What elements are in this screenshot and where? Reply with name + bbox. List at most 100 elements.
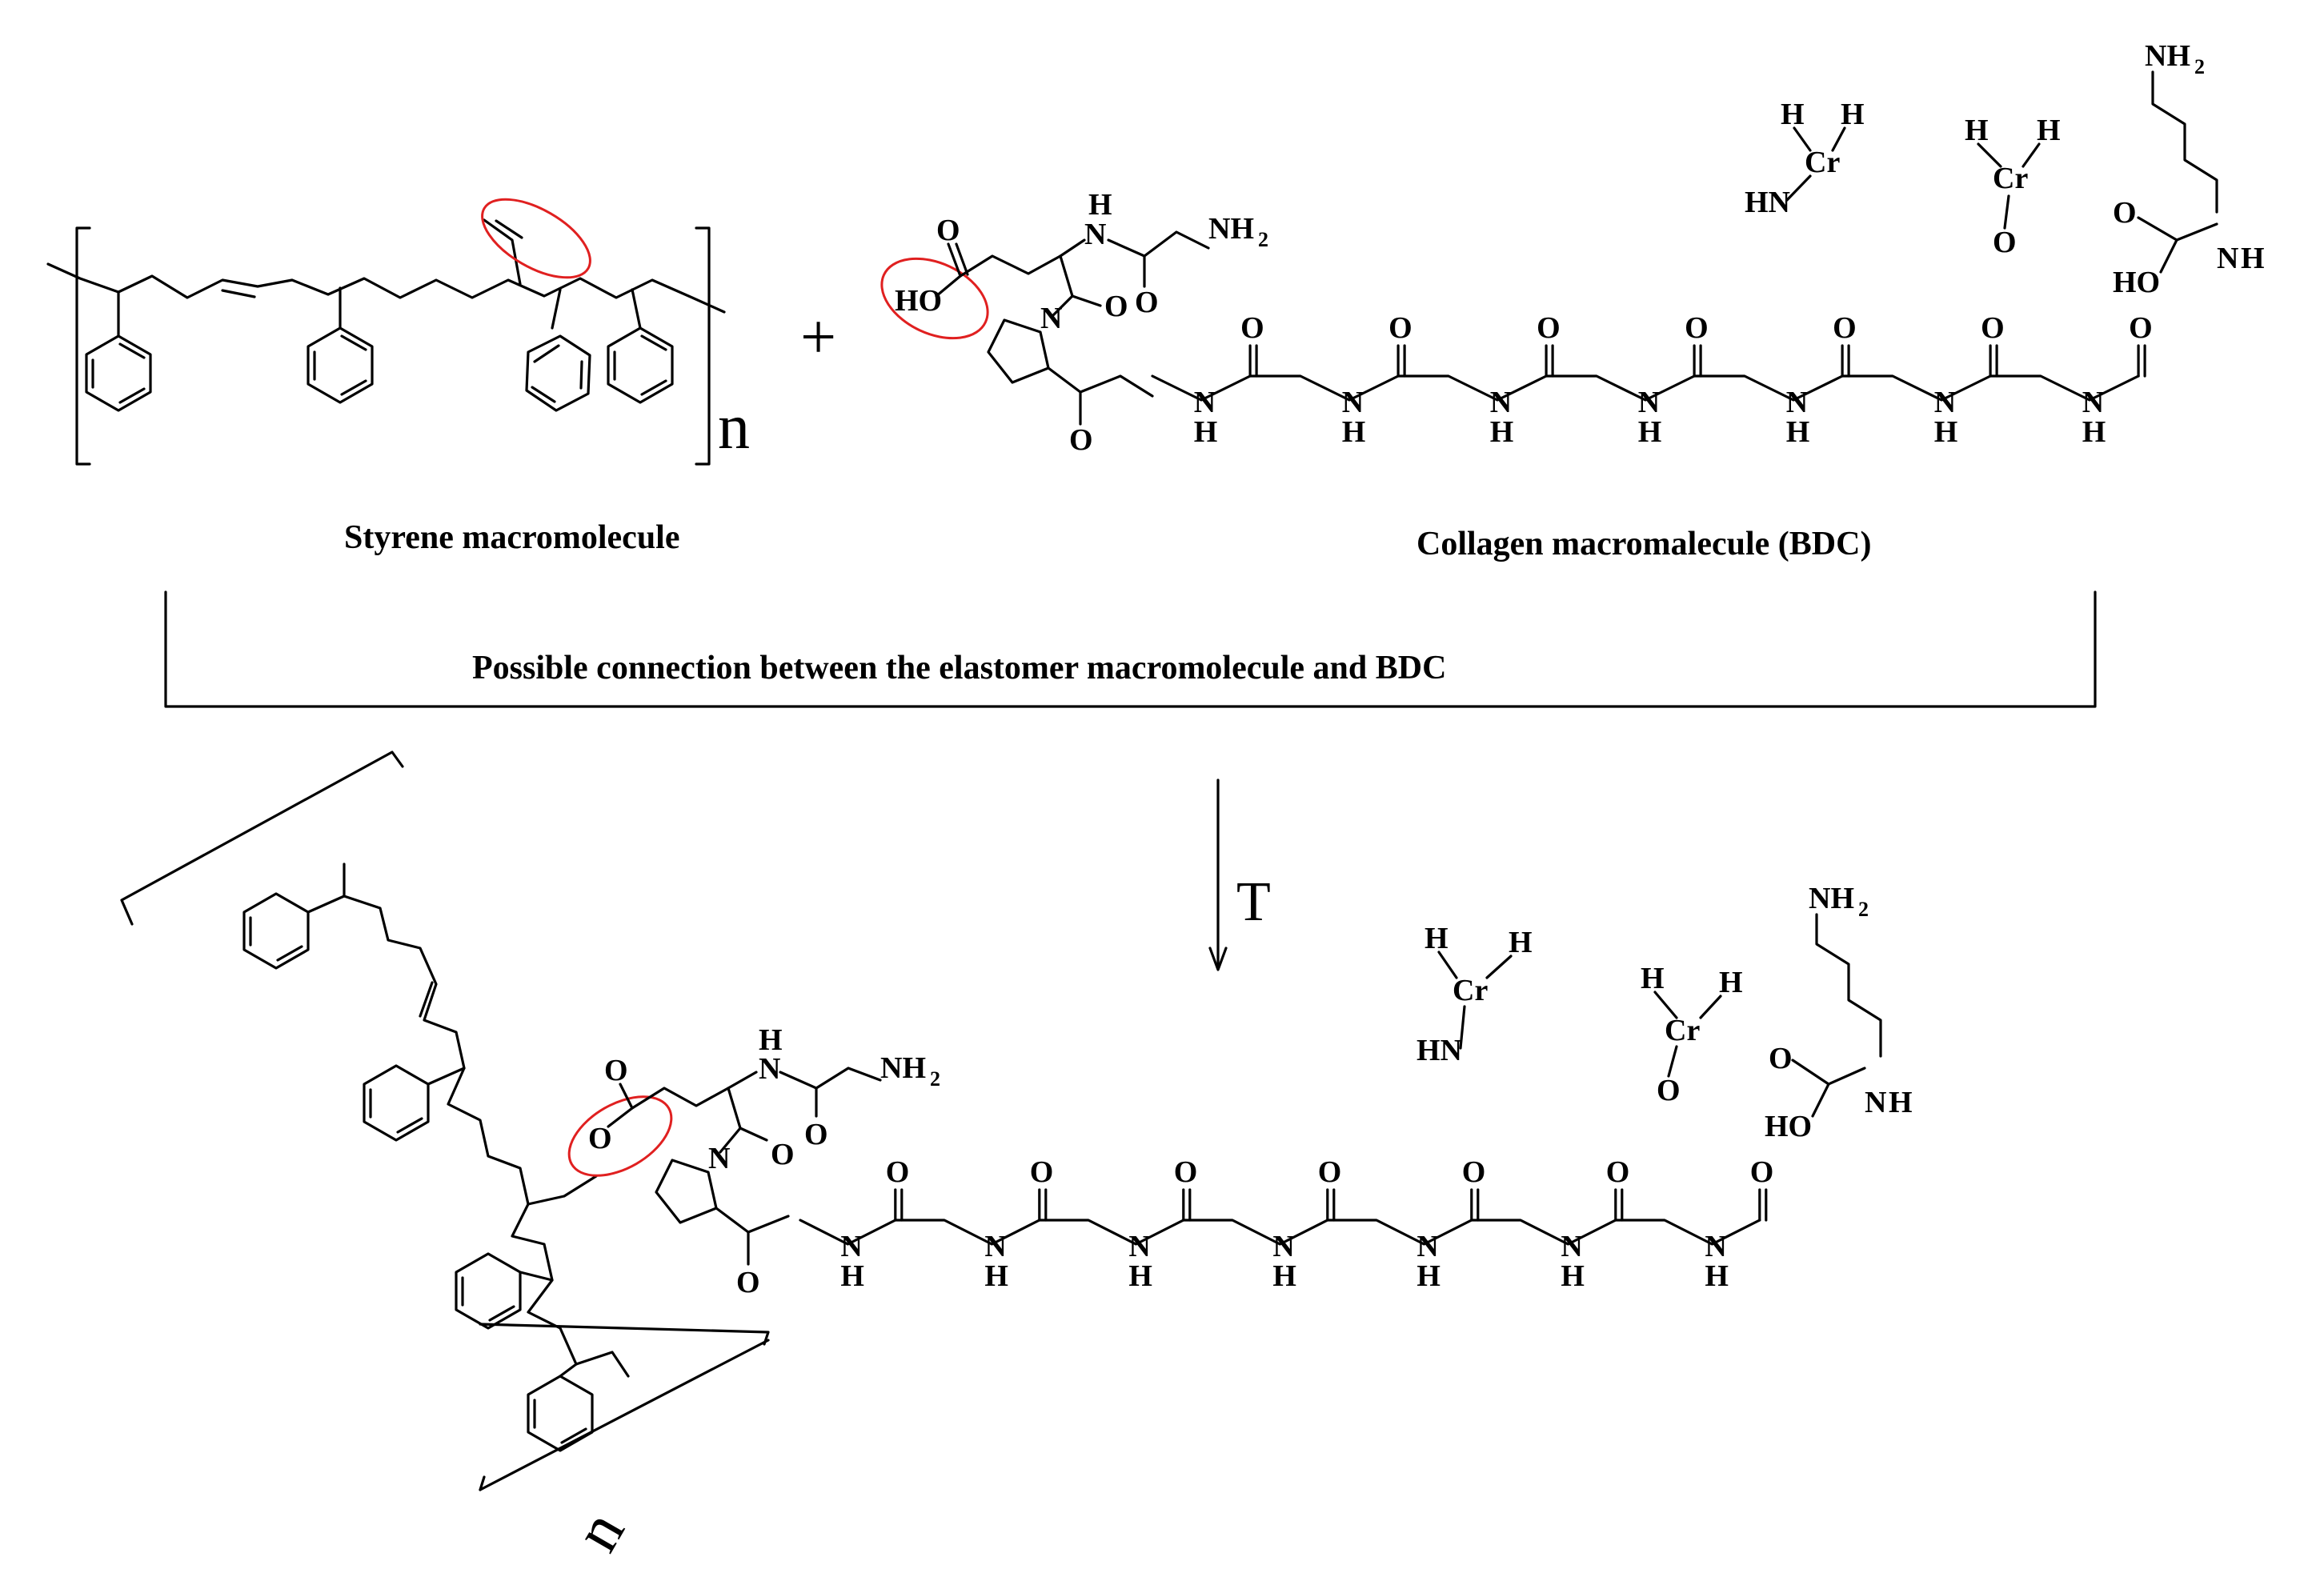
amide-n-label: N — [1194, 386, 1216, 419]
carbonyl-o-label: O — [1537, 311, 1561, 345]
gly-o-label: O — [1135, 286, 1159, 319]
svg-text:HO: HO — [1765, 1110, 1812, 1143]
left-bracket — [75, 226, 91, 466]
svg-text:O: O — [1993, 226, 2017, 259]
nh-h-label: H — [1088, 188, 1112, 222]
amide-n-label: N — [1934, 386, 1956, 419]
phenyl-ring — [363, 1064, 430, 1142]
phenyl-ring — [607, 326, 674, 404]
amide-n-label: N — [1705, 1230, 1726, 1263]
amide-h-label: H — [1705, 1259, 1729, 1293]
nh-n-label: N — [1084, 218, 1106, 251]
carbonyl-o-label: O — [1318, 1155, 1342, 1189]
amide-h-label: H — [1638, 415, 1662, 449]
svg-text:H: H — [1965, 114, 1989, 147]
phenyl-ring — [455, 1252, 522, 1330]
hydroxyl-highlight — [880, 257, 989, 340]
svg-text:2: 2 — [1858, 898, 1869, 921]
backbone-chain — [799, 1219, 1761, 1246]
pendant-3 — [551, 288, 562, 330]
amide-h-label: H — [840, 1259, 864, 1293]
amide-h-label: H — [1934, 415, 1958, 449]
amide-n-label: N — [1272, 1230, 1294, 1263]
pendant-4 — [631, 288, 642, 330]
amide-n-label: N — [984, 1230, 1006, 1263]
backbone-chain — [1151, 374, 2140, 402]
svg-text:H: H — [759, 1023, 783, 1057]
carbonyl-o-label: O — [1685, 311, 1709, 345]
backbone — [46, 262, 726, 314]
ester-highlight — [567, 1095, 673, 1177]
amide-h-label: H — [1490, 415, 1514, 449]
svg-text:H: H — [2241, 242, 2265, 275]
svg-text:NH: NH — [1809, 882, 1854, 915]
svg-text:HN: HN — [1745, 186, 1790, 219]
pro-n-label: N — [1040, 302, 1062, 335]
svg-text:O: O — [604, 1054, 628, 1087]
svg-text:2: 2 — [930, 1067, 940, 1091]
svg-text:H: H — [1889, 1086, 1913, 1119]
amide-h-label: H — [1342, 415, 1366, 449]
svg-text:2: 2 — [2194, 55, 2205, 78]
styrene-label: Styrene macromolecule — [344, 519, 680, 556]
collagen-label: Collagen macromalecule (BDC) — [1416, 526, 1871, 562]
svg-text:N: N — [1865, 1086, 1886, 1119]
carbonyl-o-label: O — [886, 1155, 910, 1189]
amide-h-label: H — [1786, 415, 1810, 449]
svg-text:H: H — [1641, 962, 1665, 995]
svg-text:O: O — [804, 1118, 828, 1151]
collagen-macromolecule: HO O H N O NH 2 O N O NHONHONHONHONHONHO… — [880, 39, 2265, 562]
plus-sign: + — [800, 302, 836, 373]
svg-text:H: H — [1781, 98, 1805, 131]
vinyl-group — [483, 218, 522, 286]
carbonyl-o-label: O — [2129, 311, 2153, 345]
amide-n-label: N — [1490, 386, 1512, 419]
svg-text:H: H — [1719, 966, 1743, 999]
glu-side-chain — [935, 254, 1062, 298]
product-bracket-bottom — [479, 1339, 770, 1491]
amide-h-label: H — [1128, 1259, 1152, 1293]
svg-text:O: O — [2113, 196, 2137, 230]
amide-h-label: H — [1194, 415, 1218, 449]
gly-chain — [1107, 230, 1210, 258]
svg-text:O: O — [1769, 1042, 1793, 1075]
carbonyl-o-label: O — [936, 214, 960, 247]
svg-text:Cr: Cr — [1452, 974, 1488, 1007]
amide-n-label: N — [1342, 386, 1364, 419]
carbonyl-o-label: O — [1833, 311, 1857, 345]
carbonyl-o-label: O — [1388, 311, 1412, 345]
svg-text:NH: NH — [2145, 39, 2190, 73]
vinyl-double-bond — [495, 219, 523, 239]
amide-h-label: H — [1561, 1259, 1585, 1293]
hydroxyl-label: HO — [895, 284, 942, 318]
amide-n-label: N — [1128, 1230, 1150, 1263]
carbonyl-o-label: O — [1240, 311, 1264, 345]
svg-text:O: O — [1104, 290, 1128, 323]
svg-text:N: N — [759, 1052, 780, 1086]
amide-n-label: N — [1416, 1230, 1438, 1263]
connection-label: Possible connection between the elastome… — [472, 650, 1446, 686]
phenyl-ring — [525, 334, 591, 412]
carbonyl-o-label: O — [1030, 1155, 1054, 1189]
connection-bracket: Possible connection between the elastome… — [164, 590, 2097, 708]
carbonyl-bond — [947, 242, 962, 278]
amide-n-label: N — [840, 1230, 862, 1263]
svg-text:H: H — [1509, 926, 1533, 959]
amide-h-label: H — [2082, 415, 2106, 449]
svg-text:H: H — [1841, 98, 1865, 131]
carbonyl-o-label: O — [1750, 1155, 1774, 1189]
amide-n-label: N — [1638, 386, 1660, 419]
svg-text:O: O — [771, 1138, 795, 1171]
svg-text:NH: NH — [880, 1051, 926, 1085]
repeat-index-bottom: n — [561, 1500, 638, 1563]
product-bracket-top — [120, 750, 404, 926]
amide-n-label: N — [2082, 386, 2104, 419]
carbonyl-o-label: O — [1174, 1155, 1198, 1189]
phenyl-ring — [85, 334, 152, 412]
svg-text:HO: HO — [2113, 266, 2160, 299]
amine-label: NH — [1208, 212, 1254, 246]
amide-h-label: H — [984, 1259, 1008, 1293]
